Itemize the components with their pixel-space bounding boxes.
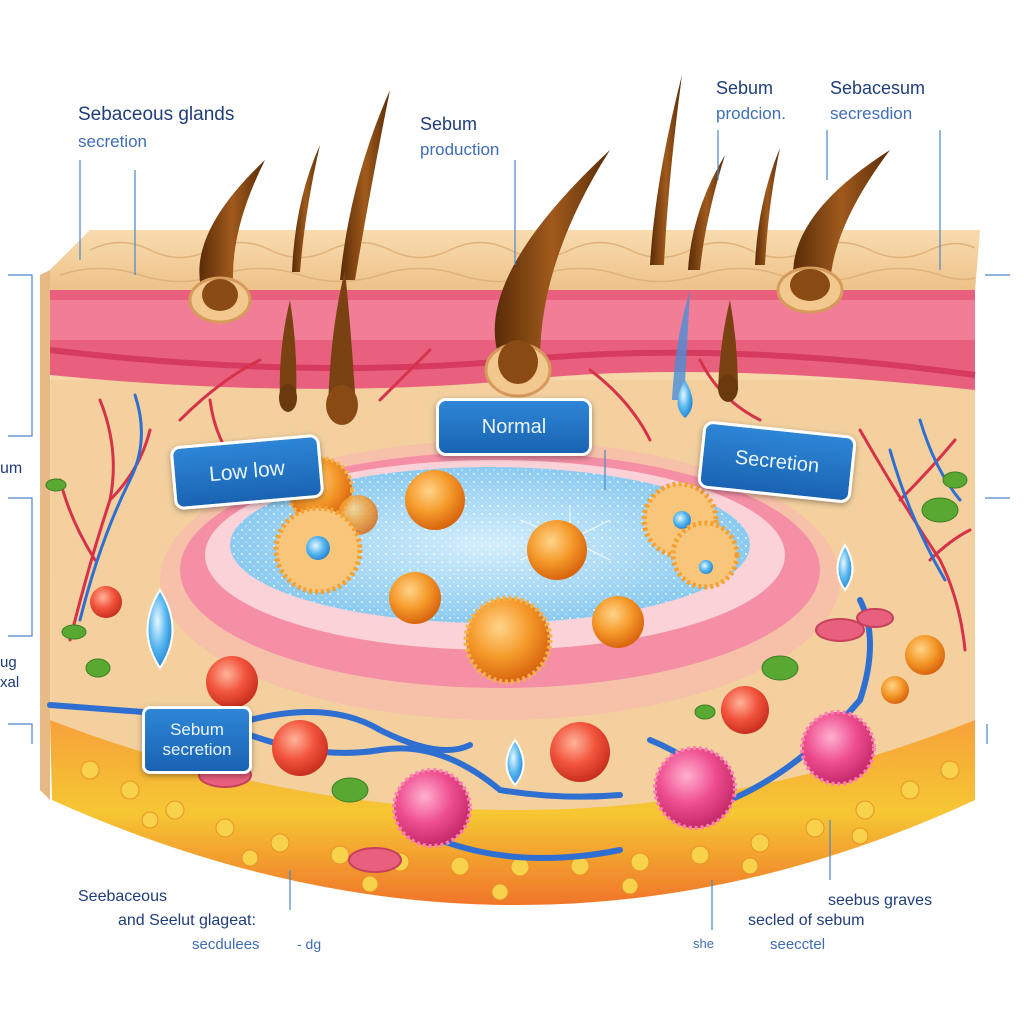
leader-lines <box>8 130 1010 930</box>
label-sebaceous-glands-sub: secretion <box>78 132 147 151</box>
blue-veins <box>78 393 962 622</box>
green-leaves <box>45 471 968 803</box>
box-low-low: Low low <box>169 433 325 511</box>
label-left-edge-ug: ug <box>0 654 17 671</box>
box-low-low-text: Low low <box>208 456 286 487</box>
label-dg: - dg <box>297 936 322 952</box>
label-she: she <box>693 936 714 951</box>
label-sebum-production: Sebum <box>420 114 478 134</box>
label-sebacesum: Sebacesum <box>830 78 926 98</box>
box-sebum-secretion-line1: Sebum <box>170 720 224 739</box>
box-normal-text: Normal <box>481 415 547 438</box>
sebum-droplets <box>146 380 854 787</box>
red-cells <box>206 656 769 782</box>
box-secretion-text: Secretion <box>733 446 821 477</box>
label-sebum-prodcion: Sebum <box>716 78 774 98</box>
label-seebus-graves: seebus graves <box>828 892 933 909</box>
label-secled-of-sebum: seclеd of sebum <box>748 912 865 929</box>
box-sebum-secretion-line2: secretion <box>162 740 232 759</box>
box-normal: Normal <box>436 398 592 456</box>
label-sebaceous-glands: Sebaceous glands <box>78 104 235 125</box>
label-left-edge-um: um <box>0 460 23 477</box>
label-seebaceous: Seebaceous <box>78 888 167 905</box>
box-sebum-secretion: Sebum secretion <box>142 706 252 774</box>
orange-cells <box>90 456 945 704</box>
pink-cells <box>392 710 876 848</box>
hair-follicles <box>188 75 890 425</box>
label-left-edge-xal: xal <box>0 674 20 691</box>
label-sebum-prodcion-sub: prodcion. <box>716 104 786 123</box>
label-secdulees: secdulees <box>192 936 260 953</box>
label-and-seelut: and Seelut glageat: <box>118 912 256 929</box>
label-sebacesum-sub: secresdion <box>830 104 913 123</box>
label-seecctel: seecctel <box>770 936 826 953</box>
label-sebum-production-sub: production <box>420 140 500 159</box>
